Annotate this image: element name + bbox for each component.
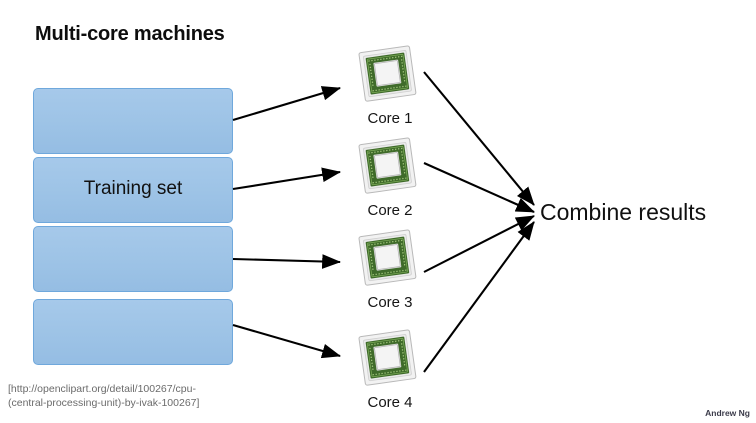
cpu-chip-icon [358,45,417,102]
combine-results-label: Combine results [540,199,707,225]
arrow-split-core-2 [232,167,342,191]
arrow-merge-core-1 [423,71,535,206]
training-set-block-4 [33,299,233,365]
cpu-chip-icon [358,329,417,386]
core-label-2: Core 2 [367,202,413,219]
training-set-block-3 [33,226,233,292]
arrow-split-core-1 [232,86,342,122]
core-label-4: Core 4 [367,394,413,411]
attribution-line-1: [http://openclipart.org/detail/100267/cp… [8,383,196,395]
arrow-split-core-4 [232,323,342,359]
arrow-merge-core-3 [423,215,535,273]
training-set-block-2 [33,157,233,223]
page-title: Multi-core machines [35,23,225,45]
attribution-line-2: (central-processing-unit)-by-ivak-100267… [8,397,200,409]
core-label-3: Core 3 [367,294,413,311]
core-label-1: Core 1 [367,110,413,127]
cpu-chip-icon [358,137,417,194]
arrow-merge-core-2 [423,162,535,213]
training-set-label: Training set [83,178,183,199]
training-set-block-1 [33,88,233,154]
author-credit: Andrew Ng [705,408,750,418]
arrow-split-core-3 [232,254,342,269]
arrow-merge-core-4 [423,221,535,373]
attribution: [http://openclipart.org/detail/100267/cp… [8,382,258,410]
cpu-chip-icon [358,229,417,286]
